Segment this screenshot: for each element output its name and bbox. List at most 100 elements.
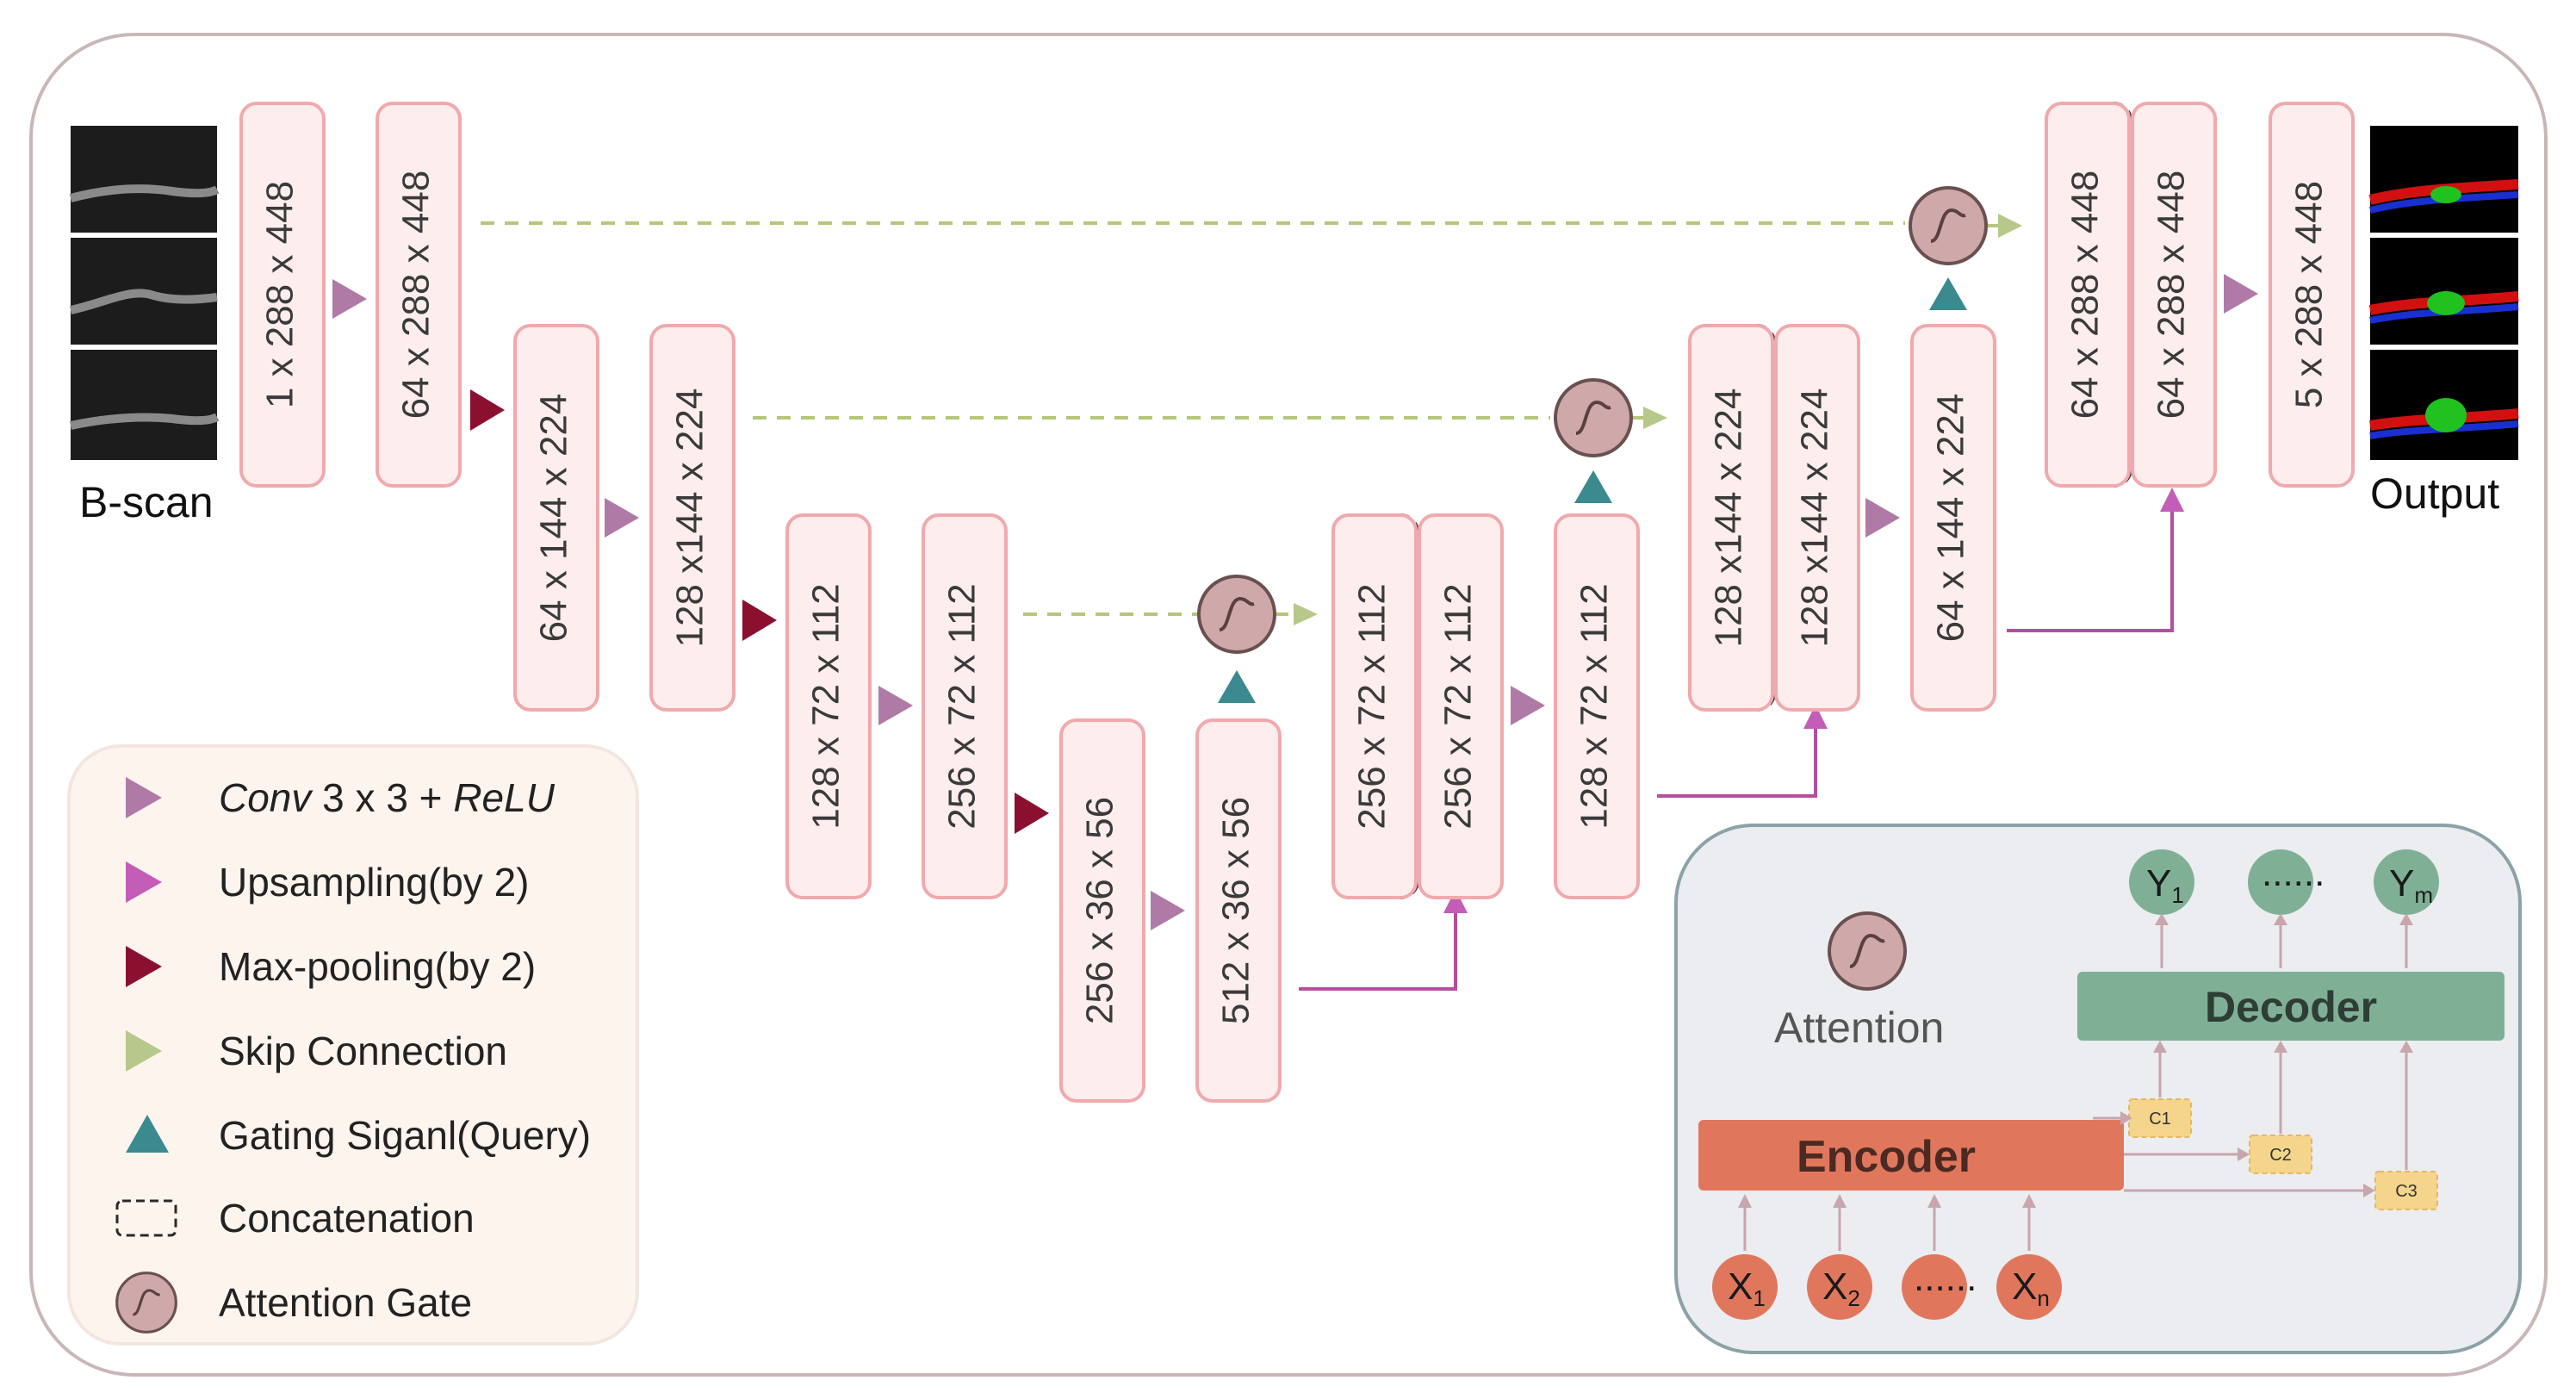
decoder-block-label: 5 x 288 x 448 xyxy=(2288,181,2331,408)
svg-text:Upsampling(by 2): Upsampling(by 2) xyxy=(219,860,529,905)
upsampling-arrowhead xyxy=(1443,889,1468,913)
svg-text:Attention Gate: Attention Gate xyxy=(219,1280,472,1325)
triangle-right-icon xyxy=(126,861,162,903)
encoder-block xyxy=(513,324,599,712)
svg-text:......: ...... xyxy=(1914,1257,1977,1299)
decoder-block-label: 128 x144 x 224 xyxy=(1708,389,1750,648)
attention-gate-icon xyxy=(1197,575,1276,654)
encoder-block-label: 128 x144 x 224 xyxy=(669,389,711,648)
legend: Conv 3 x 3 + ReLU Upsampling(by 2) Max-p… xyxy=(67,744,639,1346)
attention-gate-icon xyxy=(1554,378,1633,457)
skip-arrowhead xyxy=(1998,214,2022,238)
decoder-block-label: 128 x144 x 224 xyxy=(1794,389,1836,648)
decoder-block xyxy=(1554,513,1640,899)
svg-text:Xn: Xn xyxy=(2012,1265,2050,1311)
conv-arrow xyxy=(605,498,639,538)
attention-inset: Attention Decoder Encoder Y1 ...... Ym C… xyxy=(1674,824,2522,1354)
output-node xyxy=(2129,849,2194,915)
legend-box xyxy=(67,744,639,1346)
triangle-right-icon xyxy=(126,1030,162,1072)
svg-text:Skip Connection: Skip Connection xyxy=(219,1029,507,1073)
decoder-block xyxy=(1331,513,1418,899)
upsampling-line xyxy=(1299,905,1457,991)
decoder-block xyxy=(2269,102,2355,488)
triangle-right-icon xyxy=(126,946,162,987)
input-node xyxy=(1996,1254,2062,1320)
encoder-block-label: 256 x 72 x 112 xyxy=(941,583,984,829)
decoder-block-label: 64 x 288 x 448 xyxy=(2064,171,2107,420)
svg-text:C2: C2 xyxy=(2269,1146,2292,1165)
svg-text:......: ...... xyxy=(2262,852,2325,894)
encoder-block xyxy=(649,324,736,712)
output-images xyxy=(2368,126,2519,460)
encoder-block xyxy=(239,102,326,488)
input-node xyxy=(1902,1254,1967,1320)
gating-signal-icon xyxy=(1218,670,1256,703)
gating-signal-icon xyxy=(1574,470,1612,503)
maxpool-arrow xyxy=(742,600,777,641)
triangle-up-icon xyxy=(126,1115,169,1153)
conv-arrow xyxy=(1151,891,1185,930)
decoder-block xyxy=(2131,102,2217,488)
triangle-right-icon xyxy=(126,777,162,818)
svg-text:Conv 3 x 3 + ReLU: Conv 3 x 3 + ReLU xyxy=(219,775,556,820)
conv-arrow xyxy=(1865,498,1900,538)
input-node xyxy=(1807,1254,1872,1320)
encoder-block xyxy=(1698,1120,2124,1191)
skip-arrowhead xyxy=(1643,407,1667,429)
svg-text:Y1: Y1 xyxy=(2146,862,2184,908)
encoder-block xyxy=(1195,718,1282,1103)
maxpool-arrow xyxy=(470,389,505,431)
input-label: B-scan xyxy=(79,478,214,526)
upsampling-line xyxy=(1657,720,1817,798)
decoder-block-label: 256 x 72 x 112 xyxy=(1437,583,1480,829)
svg-text:C1: C1 xyxy=(2149,1110,2171,1129)
encoder-block-label: 64 x 288 x 448 xyxy=(395,171,438,420)
svg-text:Gating Siganl(Query): Gating Siganl(Query) xyxy=(219,1113,591,1158)
inset-title: Attention xyxy=(1774,1004,1944,1052)
decoder-block-label: 64 x 144 x 224 xyxy=(1930,394,1972,643)
attention-gate-icon xyxy=(1909,186,1988,265)
decoder-block xyxy=(1688,324,1774,712)
decoder-block-label: 128 x 72 x 112 xyxy=(1574,583,1616,829)
sigmoid-circle-icon xyxy=(1828,911,1907,991)
dashed-box-icon xyxy=(115,1199,177,1237)
skip-arrowhead xyxy=(1294,603,1318,625)
svg-text:X2: X2 xyxy=(1822,1265,1860,1311)
conv-arrow xyxy=(1511,686,1545,725)
decoder-block xyxy=(2045,102,2131,488)
encoder-block-label: 128 x 72 x 112 xyxy=(805,583,847,829)
upsampling-arrowhead xyxy=(2160,488,2184,512)
input-node xyxy=(1712,1254,1778,1320)
encoder-block xyxy=(922,513,1008,899)
decoder-block xyxy=(1418,513,1504,899)
flow-arrows xyxy=(332,274,2258,930)
output-node xyxy=(2248,849,2313,915)
decoder-block xyxy=(1774,324,1860,712)
bscan-images xyxy=(69,126,220,460)
encoder-label: Encoder xyxy=(1797,1132,1976,1182)
encoder-block-label: 1 x 288 x 448 xyxy=(259,181,301,408)
encoder-block xyxy=(785,513,872,899)
decoder-block-label: 256 x 72 x 112 xyxy=(1351,583,1394,829)
encoder-block-label: 512 x 36 x 56 xyxy=(1215,797,1257,1024)
upsampling-arrowhead xyxy=(1803,705,1828,729)
maxpool-arrow xyxy=(1015,793,1049,834)
conv-arrow xyxy=(332,279,367,319)
svg-text:Ym: Ym xyxy=(2389,862,2433,908)
decoder-block xyxy=(2077,972,2505,1041)
encoder-block-label: 256 x 36 x 56 xyxy=(1079,797,1121,1024)
conv-arrow xyxy=(2224,274,2258,314)
upsampling-line xyxy=(2007,503,2174,632)
conv-arrow xyxy=(878,686,913,725)
output-label: Output xyxy=(2370,469,2499,518)
output-node xyxy=(2374,849,2439,915)
decoder-block xyxy=(1910,324,1996,712)
encoder-block xyxy=(376,102,462,488)
gating-signal-icon xyxy=(1929,277,1967,310)
svg-text:C3: C3 xyxy=(2395,1182,2418,1201)
sigmoid-circle-icon xyxy=(115,1272,177,1334)
encoder-block xyxy=(1059,718,1145,1103)
svg-text:Concatenation: Concatenation xyxy=(219,1196,475,1240)
